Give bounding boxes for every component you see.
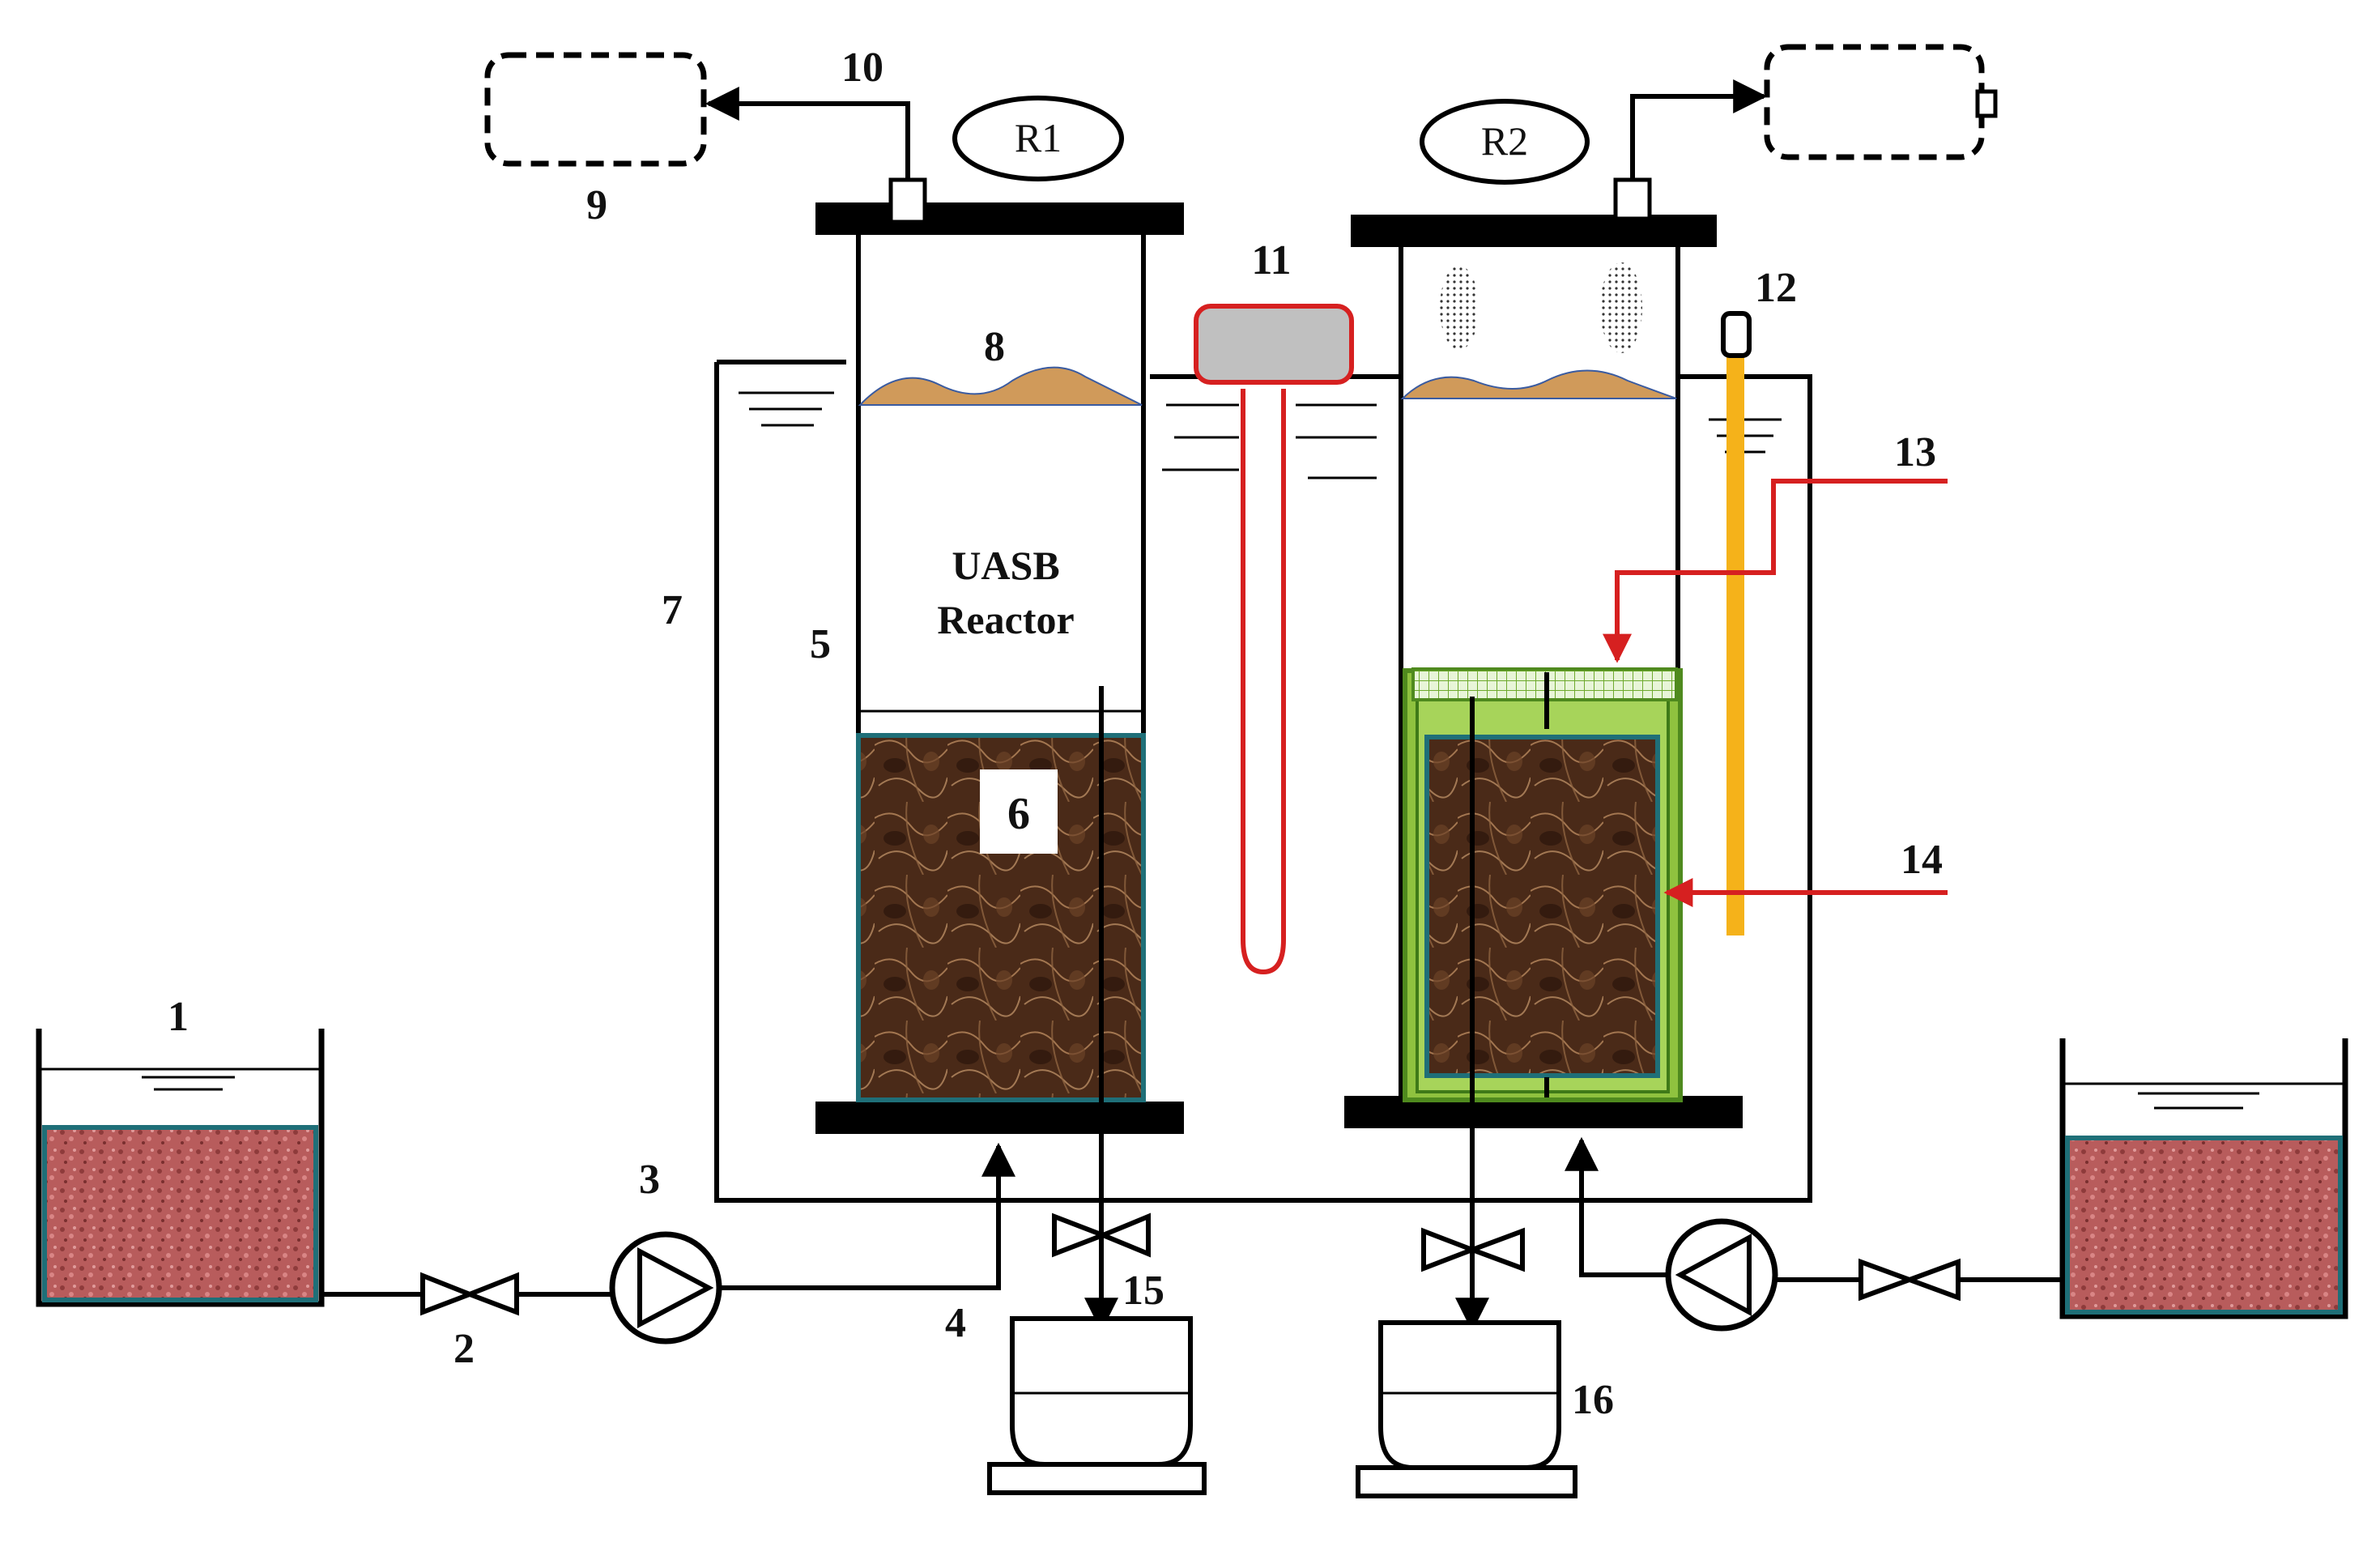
feed-line-left	[321, 1146, 998, 1297]
callout-8: 8	[984, 324, 1005, 370]
callout-14: 14	[1901, 837, 1943, 883]
reactor-caption-line2: Reactor	[937, 597, 1074, 642]
callout-9: 9	[586, 182, 607, 228]
pump-icon	[1665, 1218, 1778, 1332]
scum-layer-r1	[858, 366, 1143, 406]
gas-port-r2	[1613, 177, 1652, 221]
gas-line-left	[705, 87, 910, 180]
reactor-r2	[1344, 177, 1743, 1128]
callout-13: 13	[1894, 429, 1936, 475]
water-bath	[714, 360, 1812, 1203]
label-oval-r2	[1420, 99, 1590, 185]
gas-port-r1	[888, 177, 927, 224]
pump-icon	[609, 1231, 722, 1345]
callout-7: 7	[662, 587, 683, 633]
callout-16: 16	[1572, 1377, 1614, 1423]
foam-left	[1440, 266, 1479, 350]
gas-collector-right	[1764, 44, 1985, 160]
feed-line-right	[1582, 1140, 2063, 1282]
arrow-13	[1603, 479, 1948, 663]
valve-icon	[420, 1272, 519, 1316]
effluent-beaker-left	[987, 1316, 1207, 1495]
callout-6: 6	[1007, 789, 1030, 839]
feed-tank-right	[2059, 1038, 2348, 1319]
reactor-r1	[815, 177, 1184, 1134]
heater	[1194, 304, 1354, 975]
callout-2: 2	[453, 1326, 475, 1372]
callout-1: 1	[168, 994, 189, 1040]
reactor-label-r1: R1	[1015, 115, 1062, 160]
callout-3: 3	[639, 1157, 660, 1203]
callout-10: 10	[841, 45, 883, 91]
reactor-caption-line1: UASB	[952, 543, 1059, 588]
callout-15: 15	[1122, 1268, 1164, 1314]
scum-layer-r2	[1400, 369, 1677, 399]
gas-line-right	[1630, 79, 1768, 180]
foam-right	[1600, 262, 1642, 353]
callout-11: 11	[1251, 237, 1291, 283]
feed-tank-left	[36, 1029, 325, 1307]
temperature-probe	[1721, 311, 1752, 935]
callout-4: 4	[945, 1300, 966, 1346]
callout-5: 5	[810, 621, 831, 667]
collector-valve-icon	[1975, 89, 1998, 118]
gas-collector-left	[484, 52, 707, 167]
valve-icon	[1858, 1258, 1961, 1302]
effluent-beaker-right	[1356, 1320, 1577, 1498]
sludge-bed-r2	[1424, 735, 1660, 1078]
label-oval-r1	[952, 96, 1124, 181]
reactor-label-r2: R2	[1481, 118, 1528, 164]
callout-12: 12	[1755, 265, 1797, 311]
